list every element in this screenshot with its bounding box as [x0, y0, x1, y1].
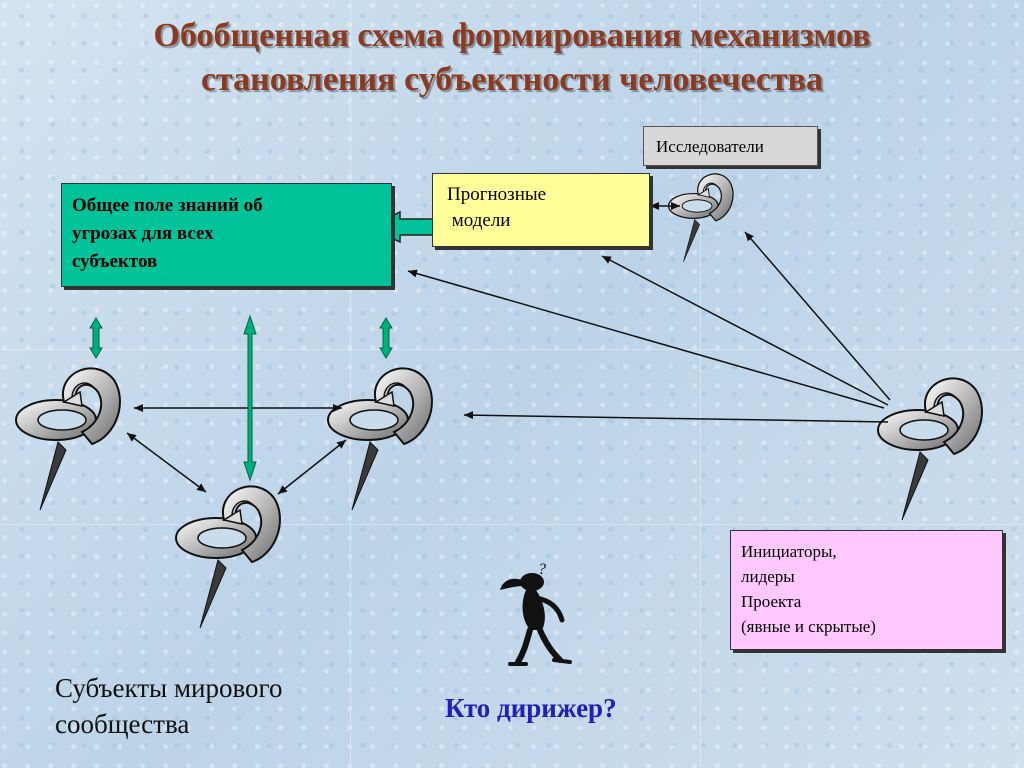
- knowledge-field-line: угрозах для всех: [72, 223, 214, 244]
- subjects-caption-line: сообщества: [55, 709, 190, 739]
- initiators-box: Инициаторы, лидеры Проекта (явные и скры…: [730, 530, 1003, 650]
- title-line-2: становления субъектности человечества: [200, 61, 824, 98]
- arrow-initiators-to-knowledge: [407, 269, 885, 409]
- question-thinker-icon: ?: [500, 561, 572, 666]
- knowledge-field-line: Общее поле знаний об: [72, 195, 263, 216]
- forecast-models-line: модели: [447, 210, 511, 231]
- initiators-line: Проекта: [741, 592, 802, 611]
- background-grid-line: [0, 524, 1024, 525]
- green-double-arrow: [379, 317, 393, 359]
- background-grid-line: [0, 349, 1024, 350]
- svg-text:?: ?: [538, 561, 546, 578]
- researchers-box: Исследователи: [643, 126, 818, 166]
- pin-figure-icon: [877, 377, 983, 521]
- initiators-line: лидеры: [741, 567, 795, 586]
- initiators-line: (явные и скрытые): [741, 617, 876, 636]
- forecast-models-box: Прогнозные модели: [432, 173, 650, 247]
- arrow-initiators-to-forecast: [601, 255, 889, 406]
- pin-figure-icon: [15, 367, 121, 511]
- conductor-question: Кто дирижер?: [445, 693, 617, 723]
- arrow-initiators-to-pin-right: [463, 411, 889, 423]
- subjects-caption-line: Субъекты мирового: [55, 673, 283, 703]
- arrow-pin-bottom-to-pin-right: [277, 439, 347, 495]
- background-grid-line: [350, 0, 351, 768]
- page-title: Обобщенная схема формирования механизмов…: [0, 14, 1024, 102]
- subjects-caption: Субъекты мирового сообщества: [55, 670, 355, 742]
- knowledge-field-box: Общее поле знаний об угрозах для всех су…: [61, 183, 392, 287]
- arrow-initiators-to-researchers: [744, 231, 891, 401]
- pin-figure-icon: [327, 367, 433, 511]
- green-double-arrow: [89, 317, 103, 359]
- background-grid-line: [700, 0, 701, 768]
- pin-figure-icon: [175, 485, 281, 629]
- arrow-pin-left-to-pin-bottom: [126, 432, 207, 493]
- green-double-arrow: [243, 314, 257, 482]
- forecast-models-line: Прогнозные: [447, 184, 547, 205]
- title-line-1: Обобщенная схема формирования механизмов: [153, 17, 871, 54]
- knowledge-field-line: субъектов: [72, 251, 158, 272]
- initiators-line: Инициаторы,: [741, 542, 837, 561]
- pin-figure-icon: [667, 173, 734, 263]
